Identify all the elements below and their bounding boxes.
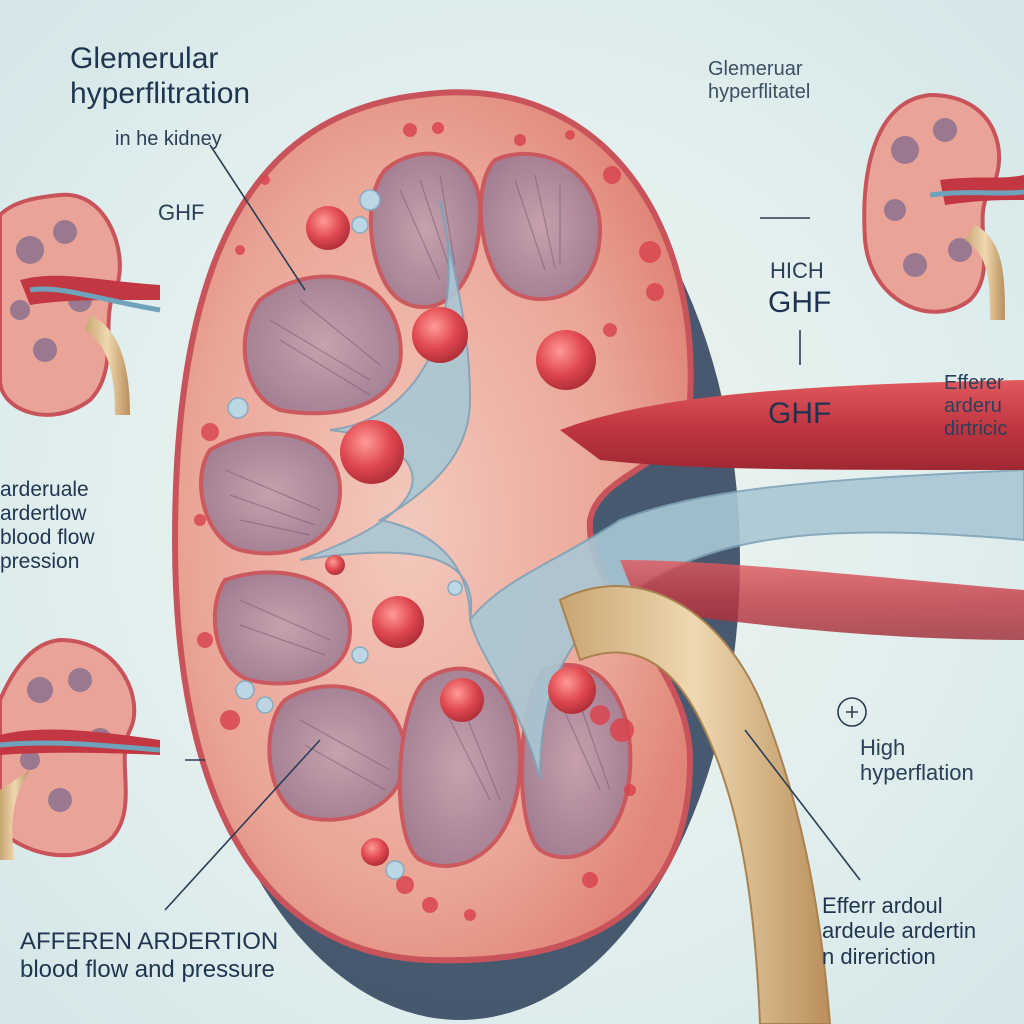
afferent-label: AFFEREN ARDERTION blood flow and pressur… <box>20 928 279 983</box>
high-label: HICH <box>770 258 824 283</box>
ghf-label-left: GHF <box>158 200 205 225</box>
renal-pelvis <box>299 199 1024 781</box>
efferent-label-right: Efferer arderu dirtricic <box>944 372 1008 440</box>
leader-lines <box>164 144 861 911</box>
ghf-label-artery: GHF <box>768 397 832 430</box>
lymph-bubbles <box>227 189 463 880</box>
kidney-thumb-right-top <box>862 92 1024 320</box>
kidney-thumb-left-bottom <box>0 637 161 860</box>
diagram-subtitle: in he kidney <box>115 128 222 150</box>
blood-flow-label-left: arderuale ardertlow blood flow pression <box>0 478 95 574</box>
high-hyperflation-label: High hyperflation <box>860 735 974 786</box>
diagram-title: Glemerular hyperflitration <box>70 42 251 110</box>
glomeruli <box>306 206 596 866</box>
renal-pyramids <box>199 151 633 868</box>
cortex-dots <box>194 122 664 921</box>
efferent-label-bottom: Efferr ardoul ardeule ardertin n direric… <box>822 893 977 969</box>
ghf-label-large: GHF <box>768 286 832 319</box>
right-title: Glemeruar hyperflitatel <box>708 58 811 103</box>
plus-marker <box>837 697 867 727</box>
kidney-thumb-left-top <box>0 192 161 417</box>
ureter <box>558 585 832 1024</box>
renal-artery <box>560 380 1024 470</box>
renal-vein <box>620 560 1024 640</box>
